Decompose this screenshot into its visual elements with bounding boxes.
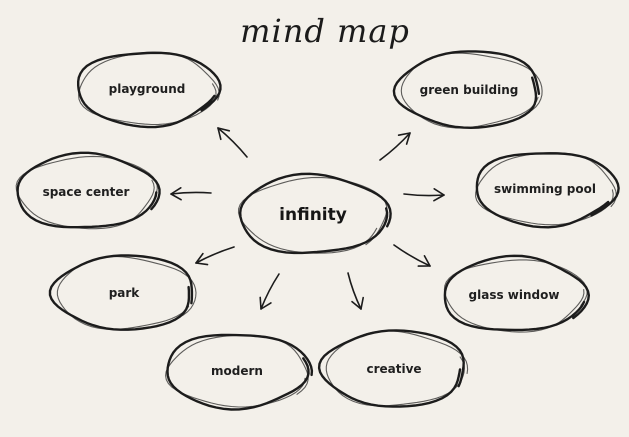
node-label-playground: playground [108,82,186,96]
node-creative-outline-inner [325,330,469,407]
arrow-to-park [195,246,235,264]
node-swimming-pool-outline [475,152,620,229]
node-glass-window-outline-inner [443,259,588,333]
arrowhead-to-playground [217,127,231,141]
node-space-center-outline [16,151,161,229]
node-label-space-center: space center [42,185,130,199]
node-park-outline [48,254,194,331]
arrowhead-to-space-center [170,187,182,201]
node-label-modern: modern [211,364,263,378]
arrowhead-to-creative [351,296,364,310]
arrow-to-creative [347,272,362,310]
arrowhead-to-park [195,252,209,266]
center-node-label: infinity [279,205,347,225]
node-swimming-pool-outline-inner [475,152,617,226]
node-green-building-outline-inner [400,52,543,129]
node-park-outline-inner [56,255,197,330]
node-label-glass-window: glass window [468,288,560,302]
arrow-to-green-building [379,132,411,161]
arrowhead-to-swimming-pool [433,188,445,202]
node-label-swimming-pool: swimming pool [494,182,596,196]
arrow-to-playground [217,127,248,158]
node-label-park: park [108,286,140,300]
arrow-to-glass-window [393,244,431,267]
node-modern-outline-inner [165,334,309,408]
arrow-to-modern [260,273,280,310]
node-label-green-building: green building [419,83,519,97]
center-node-infinity-outline-inner [237,176,388,254]
node-label-creative: creative [366,362,422,376]
node-space-center-outline-inner [15,155,158,230]
arrowhead-to-green-building [397,132,411,145]
node-green-building-outline [392,50,541,130]
node-creative-outline [317,329,465,408]
node-glass-window-outline [443,254,591,332]
arrowhead-to-modern [259,296,272,310]
node-playground-outline [77,51,222,129]
arrow-to-swimming-pool [403,193,445,197]
diagram-title: mind map [240,12,410,50]
node-playground-outline-inner [78,51,220,126]
center-node-infinity-outline [238,172,392,255]
arrowhead-to-glass-window [417,255,431,267]
arrow-to-space-center [170,191,212,195]
